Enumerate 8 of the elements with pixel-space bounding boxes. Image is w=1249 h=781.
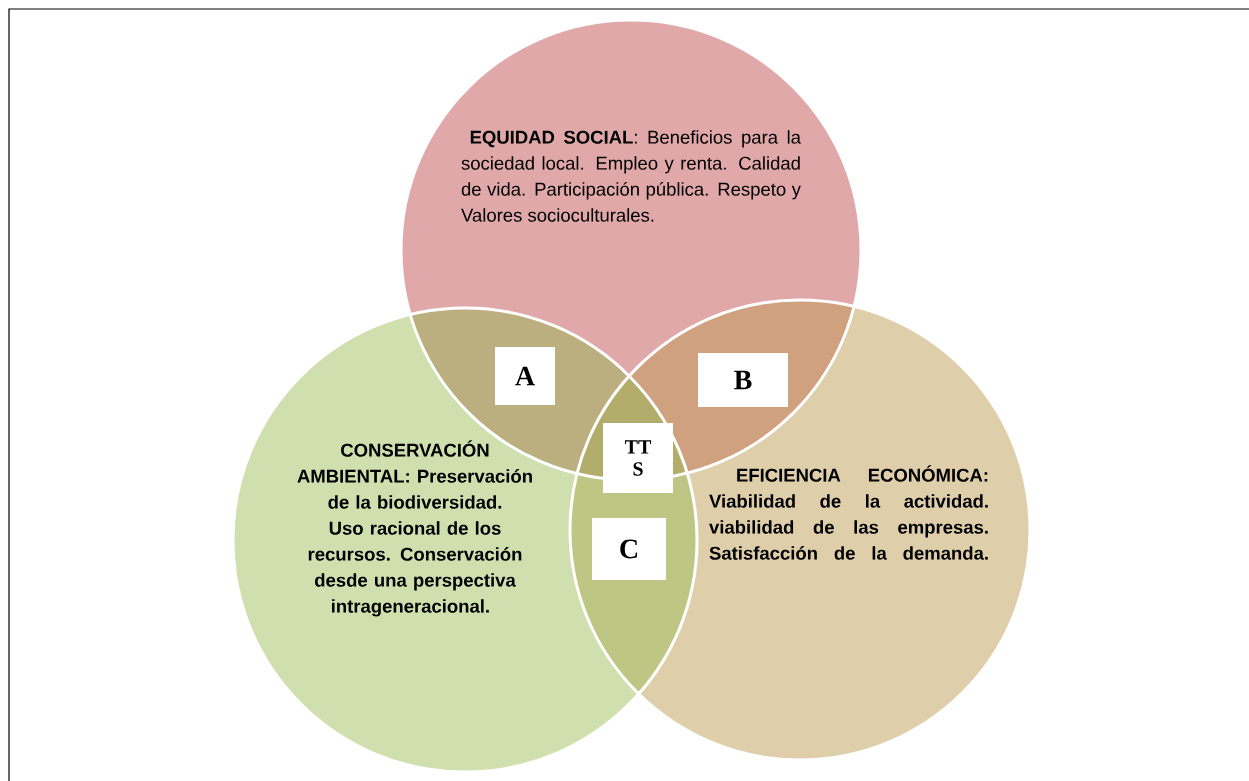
label-box: TT S (603, 423, 673, 493)
label-box: A (495, 347, 555, 405)
circle-text: CONSERVACIÓN AMBIENTAL: Preservación de la biodiversidad. Uso racional de los recursos. Conservación desde una perspectiva intrageneracional. (297, 440, 532, 617)
circle-text: EQUIDAD SOCIAL: Beneficios para la sociedad local. Empleo y renta. Calidad de vida. Participación pública. Respeto y Valores socioculturales. (461, 130, 801, 222)
node-label: C (620, 539, 637, 559)
circle-text: EFICIENCIA ECONÓMICA: Viabilidad de la actividad. viabilidad de las empresas. Satisfacción de la demanda. (709, 465, 988, 560)
label-box: C (592, 518, 666, 580)
label-box: B (698, 353, 788, 407)
